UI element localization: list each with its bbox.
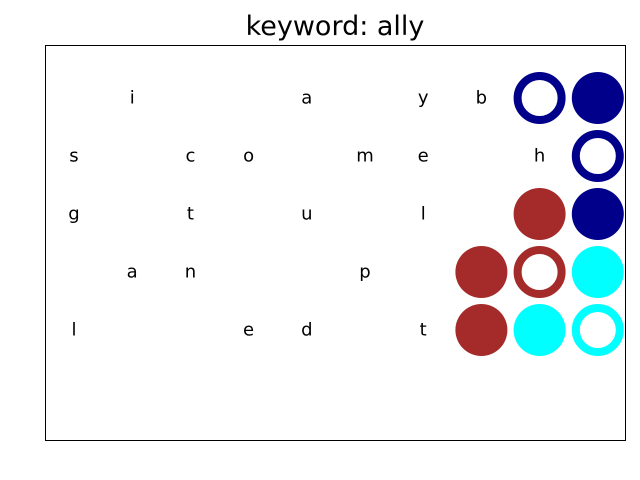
grid-letter: t	[420, 320, 427, 341]
grid-letter: n	[185, 262, 196, 283]
grid-letter: y	[418, 88, 429, 109]
solid-token	[571, 72, 624, 124]
board-frame	[45, 45, 626, 441]
grid-letter: t	[187, 204, 194, 225]
grid-letter: s	[69, 146, 78, 167]
solid-token	[513, 304, 566, 356]
grid-letter: g	[68, 204, 79, 225]
game-title: keyword: ally	[245, 11, 425, 42]
tokens-layer	[455, 72, 624, 356]
solid-token	[571, 188, 624, 240]
grid-letter: u	[301, 204, 312, 225]
ring-token	[571, 304, 624, 356]
grid-letter: a	[301, 88, 312, 109]
grid-letter: e	[243, 320, 254, 341]
grid-letter: i	[130, 88, 135, 109]
ring-token	[571, 130, 624, 182]
grid-letter: h	[534, 146, 545, 167]
grid-letter: e	[418, 146, 429, 167]
grid-letter: o	[243, 146, 254, 167]
letters-layer: i a y b s c o m e h g t u l a n p l e d t	[68, 88, 545, 341]
solid-token	[571, 246, 624, 298]
grid-letter: p	[359, 262, 370, 283]
solid-token	[455, 304, 508, 356]
grid-letter: d	[301, 320, 312, 341]
grid-letter: m	[356, 146, 374, 167]
grid-letter: l	[421, 204, 426, 225]
grid-letter: b	[476, 88, 487, 109]
grid-letter: a	[127, 262, 138, 283]
ring-token	[513, 246, 566, 298]
solid-token	[513, 188, 566, 240]
grid-letter: l	[71, 320, 76, 341]
ring-token	[513, 72, 566, 124]
solid-token	[455, 246, 508, 298]
grid-letter: c	[185, 146, 195, 167]
